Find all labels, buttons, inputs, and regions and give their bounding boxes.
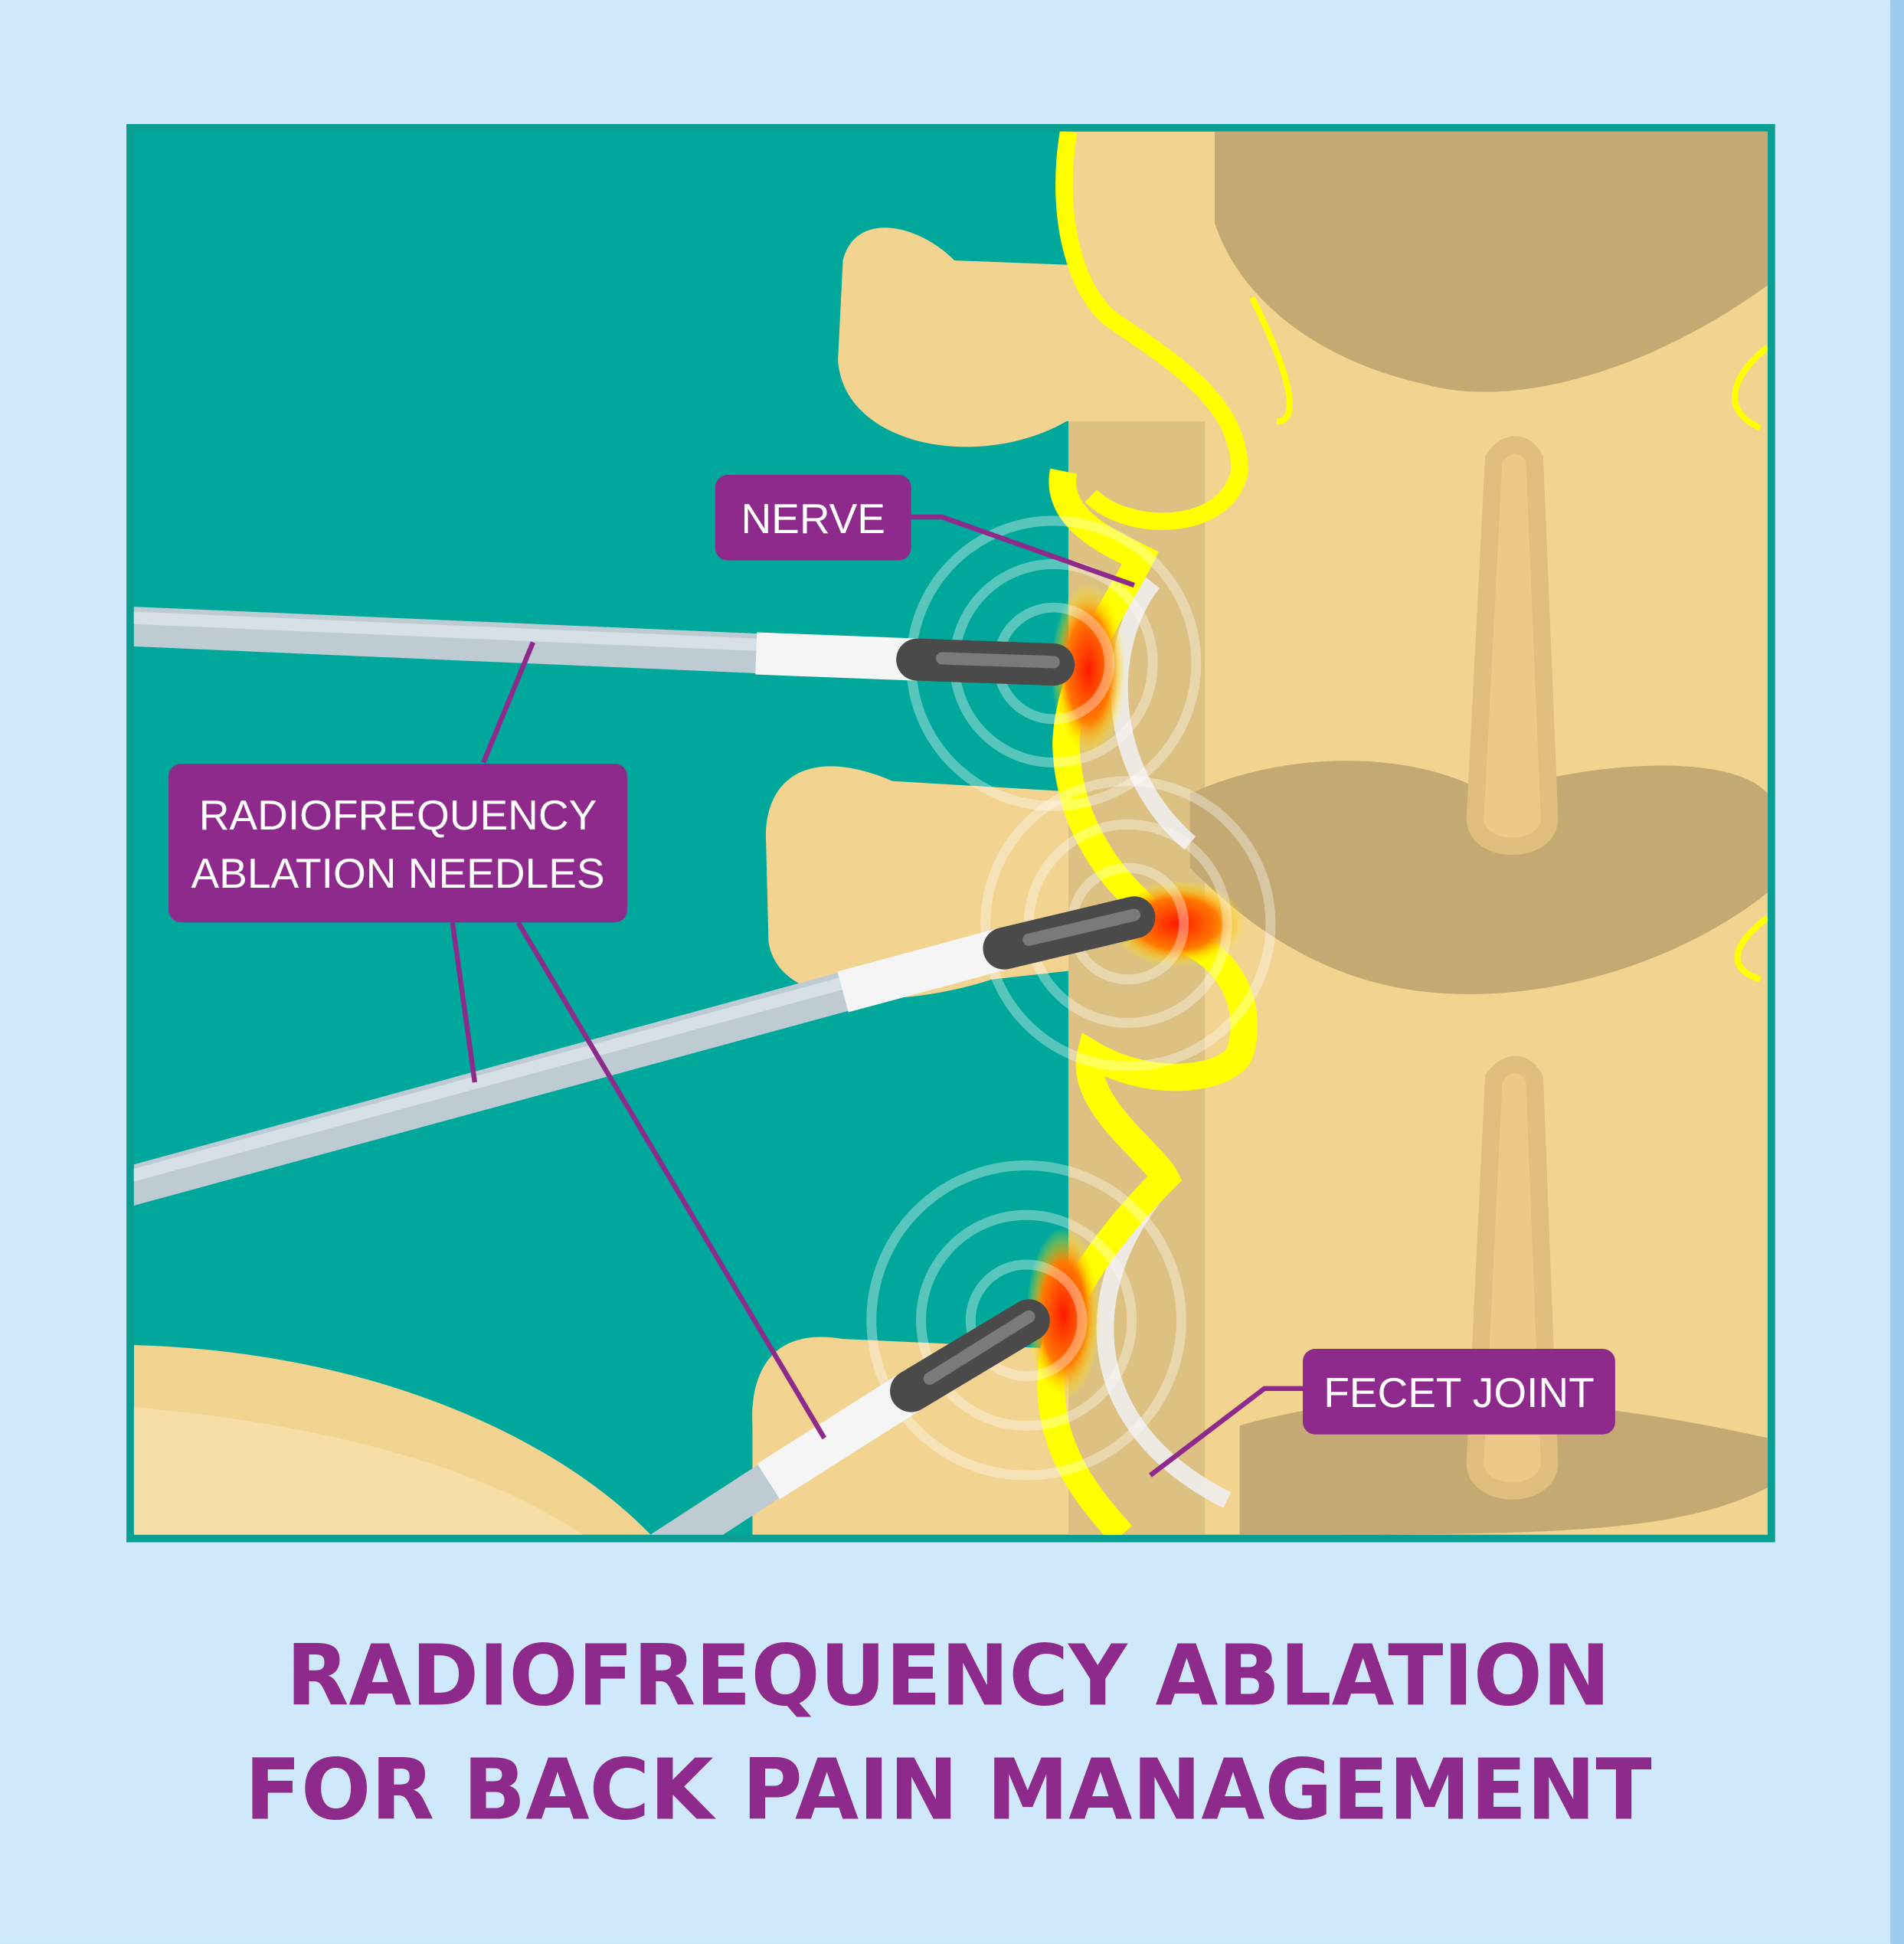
rf-waves-bottom: [866, 1160, 1186, 1481]
lower-bone-shade: [133, 1407, 583, 1535]
needle-top: [133, 607, 1075, 686]
nerve-label-text: NERVE: [741, 495, 885, 542]
nerve-branch-right: [1732, 345, 1768, 431]
vertebral-body-dark-middle: [1189, 761, 1768, 994]
transverse-process-top: [838, 227, 1116, 447]
needle-middle: [133, 896, 1156, 1206]
nerve-label: NERVE: [715, 474, 911, 561]
title-line-1: RADIOFREQUENCY ABLATION: [286, 1627, 1611, 1725]
nerve-branch-right2: [1734, 915, 1768, 983]
right-edge-strip: [1890, 0, 1904, 1944]
spinous-process-top: [1466, 436, 1559, 856]
facet-joint-label-text: FECET JOINT: [1323, 1369, 1595, 1416]
transverse-process-bottom: [752, 1337, 1116, 1535]
title-line-2: FOR BACK PAIN MANAGEMENT: [245, 1740, 1652, 1838]
needles-label-line1: RADIOFREQUENCY: [199, 791, 597, 839]
needles-label: RADIOFREQUENCY ABLATION NEEDLES: [168, 764, 627, 923]
needle-bottom: [649, 1299, 1050, 1535]
nerve-branch: [1249, 296, 1293, 425]
needles-label-line2: ABLATION NEEDLES: [191, 849, 604, 897]
heat-zone-top: [1051, 582, 1126, 757]
nerve-upper: [1055, 131, 1248, 530]
leader-lines: [450, 514, 1304, 1478]
vertebral-body-dark-top: [1215, 131, 1768, 392]
facet-joint-label: FECET JOINT: [1303, 1349, 1615, 1435]
heat-zone-bottom: [1026, 1227, 1101, 1401]
